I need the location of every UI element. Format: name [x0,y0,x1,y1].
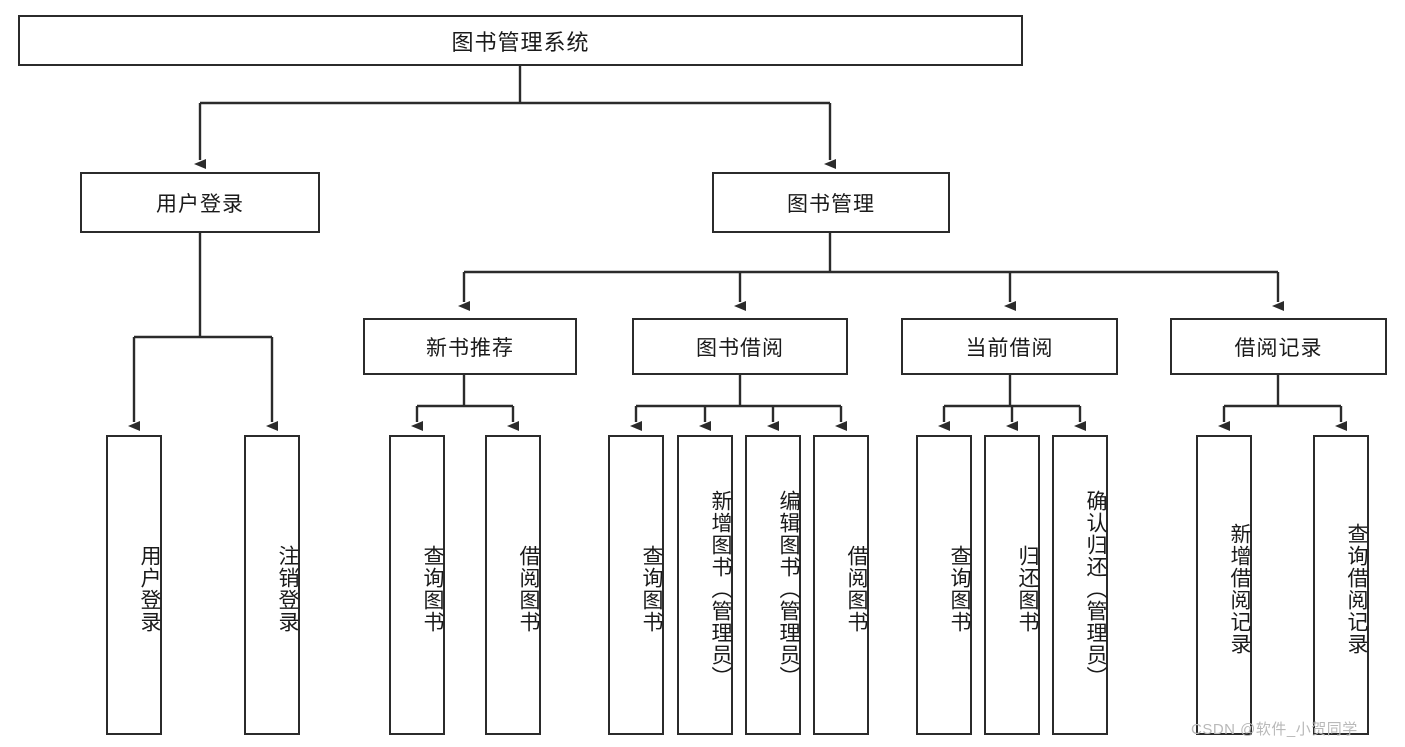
node-user-login[interactable]: 用户登录 [80,172,320,233]
leaf-confirm-return-admin[interactable]: 确认归还（管理员） [1052,435,1108,735]
node-label: 用户登录 [156,192,244,216]
node-new-book-recommendation[interactable]: 新书推荐 [363,318,577,375]
leaf-edit-book-admin[interactable]: 编辑图书（管理员） [745,435,801,735]
node-root-book-management-system[interactable]: 图书管理系统 [18,15,1023,66]
leaf-logout[interactable]: 注销登录 [244,435,300,735]
node-label: 图书管理系统 [451,29,590,55]
node-label: 借阅图书 [517,545,540,633]
leaf-user-login[interactable]: 用户登录 [106,435,162,735]
node-label: 编辑图书（管理员） [777,490,800,688]
leaf-add-borrow-record[interactable]: 新增借阅记录 [1196,435,1252,735]
node-label: 借阅图书 [845,545,868,633]
leaf-borrow-books-borrowing[interactable]: 借阅图书 [813,435,869,735]
node-label: 图书借阅 [696,336,784,360]
leaf-add-book-admin[interactable]: 新增图书（管理员） [677,435,733,735]
node-label: 借阅记录 [1234,336,1323,360]
leaf-query-books-recommendation[interactable]: 查询图书 [389,435,445,735]
node-current-borrowing[interactable]: 当前借阅 [901,318,1118,375]
node-label: 查询图书 [421,545,444,633]
node-label: 新增借阅记录 [1228,523,1251,655]
node-label: 新增图书（管理员） [709,490,732,688]
node-label: 图书管理 [787,192,875,216]
csdn-watermark: CSDN @软件_小贺同学 [1191,721,1358,738]
node-label: 当前借阅 [965,336,1054,360]
node-label: 确认归还（管理员） [1084,490,1107,688]
node-label: 查询图书 [948,545,971,633]
node-book-borrowing[interactable]: 图书借阅 [632,318,848,375]
leaf-query-borrow-record[interactable]: 查询借阅记录 [1313,435,1369,735]
node-label: 用户登录 [138,545,161,633]
leaf-borrow-books-recommendation[interactable]: 借阅图书 [485,435,541,735]
leaf-query-books-current[interactable]: 查询图书 [916,435,972,735]
node-label: 查询图书 [640,545,663,633]
node-label: 新书推荐 [426,336,514,360]
leaf-query-books-borrowing[interactable]: 查询图书 [608,435,664,735]
node-label: 归还图书 [1016,545,1039,633]
leaf-return-books[interactable]: 归还图书 [984,435,1040,735]
node-label: 注销登录 [276,545,299,633]
node-book-management[interactable]: 图书管理 [712,172,950,233]
node-borrowing-records[interactable]: 借阅记录 [1170,318,1387,375]
node-label: 查询借阅记录 [1345,523,1368,655]
